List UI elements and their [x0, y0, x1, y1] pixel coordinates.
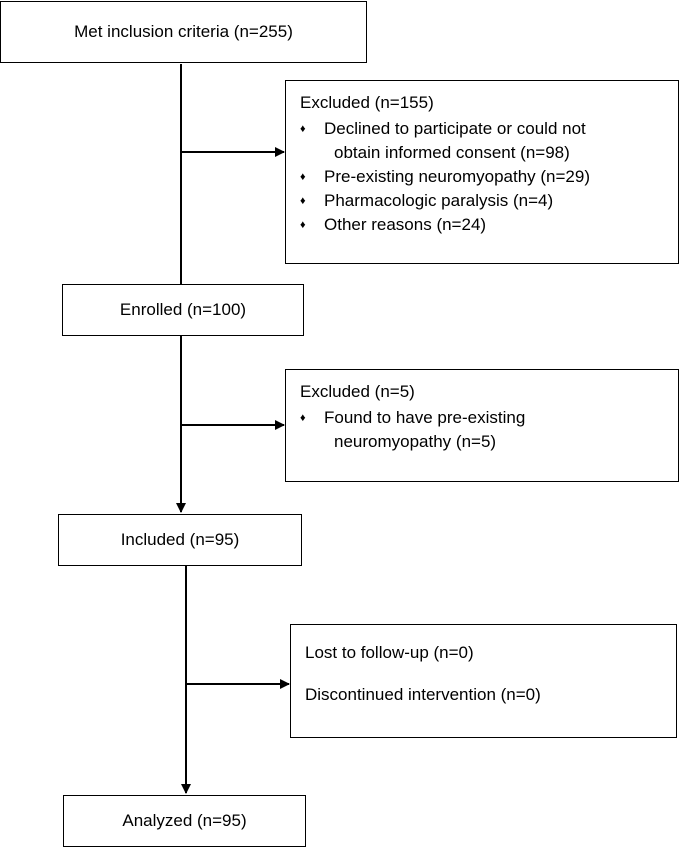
diamond-bullet-icon: ♦: [300, 412, 306, 424]
excluded-1-item: ♦ Declined to participate or could not o…: [300, 117, 678, 165]
excluded-2-title: Excluded (n=5): [300, 382, 415, 401]
lost-to-followup-text: Lost to follow-up (n=0): [305, 643, 474, 662]
met-inclusion-label: Met inclusion criteria (n=255): [74, 22, 293, 41]
enrolled-box: Enrolled (n=100): [62, 284, 304, 336]
excluded-2-item-text: Found to have pre-existing: [324, 408, 526, 427]
excluded-2-item: ♦ Found to have pre-existing neuromyopat…: [300, 406, 678, 454]
excluded-1-item-text: Pre-existing neuromyopathy (n=29): [324, 167, 590, 186]
excluded-1-item: ♦ Other reasons (n=24): [300, 213, 678, 237]
excluded-1-title: Excluded (n=155): [300, 93, 434, 112]
analyzed-label: Analyzed (n=95): [122, 811, 247, 830]
included-label: Included (n=95): [120, 530, 240, 549]
followup-box: Lost to follow-up (n=0) Discontinued int…: [290, 624, 677, 738]
excluded-1-item: ♦ Pharmacologic paralysis (n=4): [300, 189, 678, 213]
excluded-1-item-text: Declined to participate or could not: [324, 119, 586, 138]
excluded-box-1: Excluded (n=155) ♦ Declined to participa…: [285, 80, 679, 264]
analyzed-box: Analyzed (n=95): [63, 795, 306, 847]
excluded-1-item-text-cont: obtain informed consent (n=98): [334, 143, 570, 162]
included-box: Included (n=95): [58, 514, 302, 566]
diamond-bullet-icon: ♦: [300, 219, 306, 231]
excluded-1-item-text: Pharmacologic paralysis (n=4): [324, 191, 554, 210]
diamond-bullet-icon: ♦: [300, 171, 306, 183]
excluded-box-2: Excluded (n=5) ♦ Found to have pre-exist…: [285, 369, 679, 482]
met-inclusion-box: Met inclusion criteria (n=255): [0, 1, 367, 63]
diamond-bullet-icon: ♦: [300, 123, 306, 135]
excluded-1-item: ♦ Pre-existing neuromyopathy (n=29): [300, 165, 678, 189]
diamond-bullet-icon: ♦: [300, 195, 306, 207]
excluded-1-item-text: Other reasons (n=24): [324, 215, 487, 234]
excluded-2-item-text-cont: neuromyopathy (n=5): [334, 432, 497, 451]
enrolled-label: Enrolled (n=100): [119, 300, 247, 319]
discontinued-intervention-text: Discontinued intervention (n=0): [305, 685, 541, 704]
